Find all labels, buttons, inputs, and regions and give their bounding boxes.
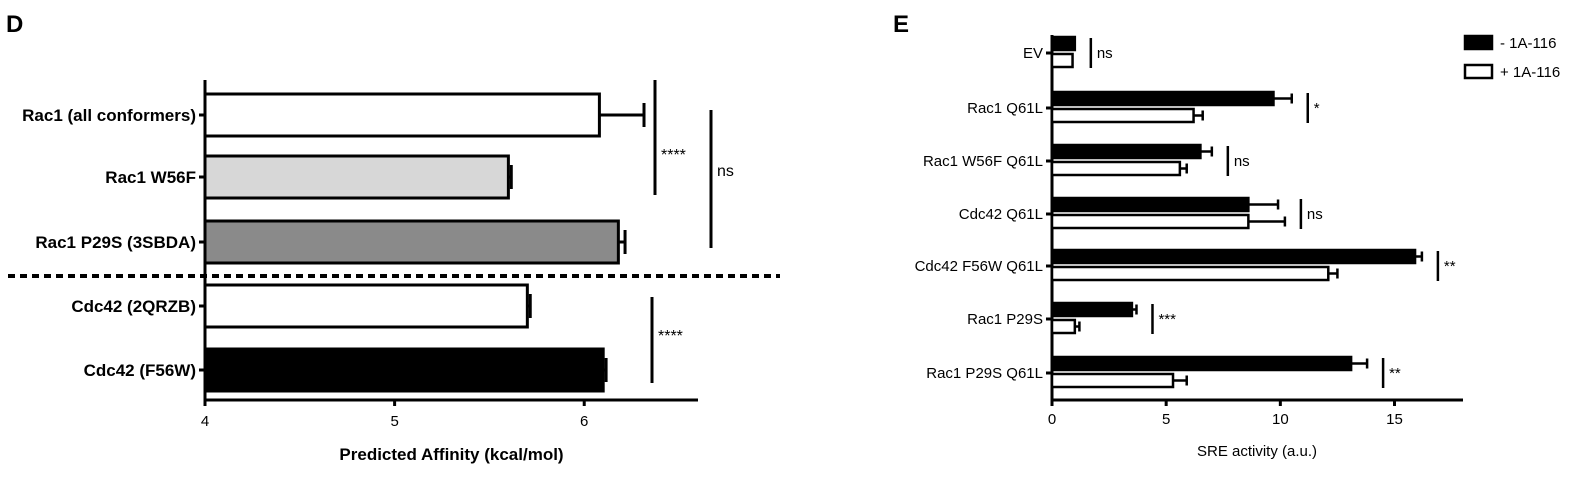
x-tick-label-d-1: 5 (390, 413, 398, 430)
bar-d-3 (203, 283, 529, 329)
bar-e-0-0 (1050, 35, 1077, 52)
category-label-e-6: Rac1 P29S Q61L (926, 365, 1043, 382)
significance-label-e-5: *** (1158, 311, 1176, 328)
error-bar-e-1-1 (1193, 110, 1204, 121)
bar-d-4 (203, 347, 605, 393)
bar-d-2 (203, 219, 620, 265)
category-label-d-1: Rac1 W56F (105, 168, 196, 187)
bar-e-0-4 (1050, 248, 1417, 265)
error-bar-d-0 (599, 103, 646, 127)
x-tick-label-d-0: 4 (201, 413, 209, 430)
category-label-e-1: Rac1 Q61L (967, 100, 1043, 117)
significance-label-e-1: * (1314, 100, 1320, 117)
error-bar-e-1-6 (1173, 375, 1188, 386)
category-label-e-2: Rac1 W56F Q61L (923, 153, 1043, 170)
bar-e-1-2 (1050, 160, 1182, 177)
bar-d-1 (203, 154, 510, 200)
error-bar-e-0-1 (1273, 93, 1293, 104)
significance-label-e-6: ** (1389, 365, 1401, 382)
legend-swatch-0 (1463, 34, 1494, 51)
legend-label-0: - 1A-116 (1500, 35, 1556, 52)
x-tick-label-e-3: 15 (1386, 411, 1403, 428)
bar-e-0-3 (1050, 196, 1250, 213)
significance-label-d-2: **** (658, 328, 683, 345)
category-label-e-4: Cdc42 F56W Q61L (915, 258, 1043, 275)
bar-e-0-1 (1050, 90, 1275, 107)
error-bar-e-0-6 (1351, 358, 1369, 369)
significance-label-e-4: ** (1444, 258, 1456, 275)
bar-e-1-1 (1050, 107, 1195, 124)
category-label-e-5: Rac1 P29S (967, 311, 1043, 328)
error-bar-e-1-5 (1074, 321, 1081, 332)
bar-d-0 (203, 92, 601, 138)
error-bar-e-1-3 (1248, 216, 1287, 227)
category-label-d-2: Rac1 P29S (3SBDA) (35, 233, 196, 252)
error-bar-e-0-4 (1415, 251, 1424, 262)
legend-swatch-1 (1463, 63, 1494, 80)
significance-label-e-2: ns (1234, 153, 1250, 170)
error-bar-d-1 (508, 165, 513, 189)
significance-label-e-3: ns (1307, 206, 1323, 223)
bar-e-1-6 (1050, 372, 1175, 389)
category-label-d-3: Cdc42 (2QRZB) (71, 297, 196, 316)
x-tick-label-e-1: 5 (1162, 411, 1170, 428)
x-axis-title-d: Predicted Affinity (kcal/mol) (339, 445, 563, 464)
category-label-e-0: EV (1023, 45, 1043, 62)
x-tick-label-d-2: 6 (580, 413, 588, 430)
error-bar-d-4 (603, 358, 608, 382)
error-bar-e-1-4 (1328, 268, 1339, 279)
bar-e-1-5 (1050, 318, 1077, 335)
x-axis-title-e: SRE activity (a.u.) (1197, 443, 1317, 460)
bar-e-0-5 (1050, 301, 1134, 318)
error-bar-e-1-2 (1179, 163, 1188, 174)
significance-label-d-0: **** (661, 147, 686, 164)
error-bar-e-0-3 (1248, 199, 1280, 210)
significance-label-e-0: ns (1097, 45, 1113, 62)
category-label-e-3: Cdc42 Q61L (959, 206, 1043, 223)
error-bar-d-2 (618, 230, 627, 254)
error-bar-e-0-5 (1131, 304, 1138, 315)
x-tick-label-e-2: 10 (1272, 411, 1289, 428)
category-label-d-4: Cdc42 (F56W) (84, 361, 196, 380)
category-label-d-0: Rac1 (all conformers) (22, 106, 196, 125)
bar-e-1-0 (1050, 52, 1074, 69)
bar-e-1-3 (1050, 213, 1250, 230)
error-bar-e-0-2 (1200, 146, 1214, 157)
bar-e-0-6 (1050, 355, 1353, 372)
bar-e-0-2 (1050, 143, 1202, 160)
bar-e-1-4 (1050, 265, 1330, 282)
panel-letter-d: D (6, 11, 23, 38)
panel-letter-e: E (893, 11, 909, 38)
significance-label-d-1: ns (717, 163, 734, 180)
error-bar-d-3 (527, 294, 532, 318)
x-tick-label-e-0: 0 (1048, 411, 1056, 428)
legend-label-1: + 1A-116 (1500, 64, 1560, 81)
